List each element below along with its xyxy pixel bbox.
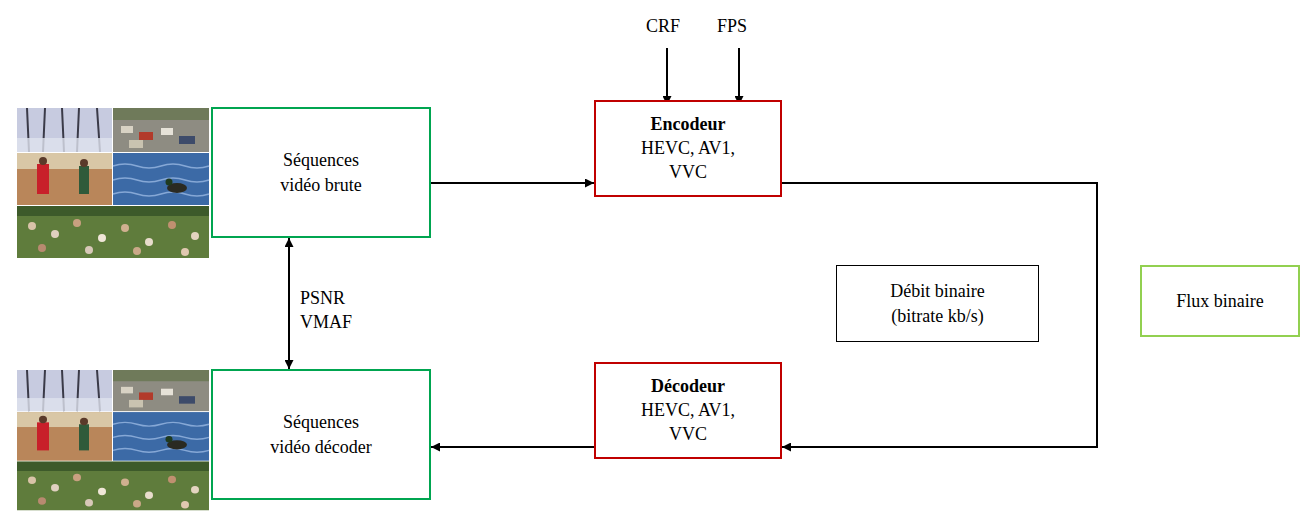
input-arrow xyxy=(738,48,740,105)
box-title: Flux binaire xyxy=(1176,289,1264,313)
parameter-label: FPS xyxy=(717,14,747,38)
sequence-box: Séquences vidéo brute xyxy=(211,107,431,238)
edge-label: PSNR VMAF xyxy=(298,286,366,335)
parameter-label: CRF xyxy=(646,14,680,38)
video-thumbnails xyxy=(17,370,209,510)
connector-arrow xyxy=(782,183,1097,447)
input-arrow xyxy=(666,48,668,105)
sequence-box: Séquences vidéo décoder xyxy=(211,369,431,500)
bitstream-box: Flux binaire xyxy=(1140,265,1300,337)
box-title: Séquences vidéo décoder xyxy=(264,410,379,459)
box-title: Séquences vidéo brute xyxy=(266,148,376,197)
connector-arrow xyxy=(288,238,290,369)
box-title: Débit binaire (bitrate kb/s) xyxy=(868,279,1008,328)
box-title: Encodeur xyxy=(650,112,725,136)
video-thumbnails xyxy=(17,108,209,258)
connector-arrow xyxy=(431,182,594,184)
codec-box: EncodeurHEVC, AV1, VVC xyxy=(594,100,782,197)
box-text: HEVC, AV1, VVC xyxy=(633,398,743,447)
codec-box: DécodeurHEVC, AV1, VVC xyxy=(594,362,782,459)
box-title: Décodeur xyxy=(651,374,725,398)
connector-arrow xyxy=(431,446,594,448)
box-text: HEVC, AV1, VVC xyxy=(633,136,743,185)
bitrate-box: Débit binaire (bitrate kb/s) xyxy=(836,265,1039,342)
